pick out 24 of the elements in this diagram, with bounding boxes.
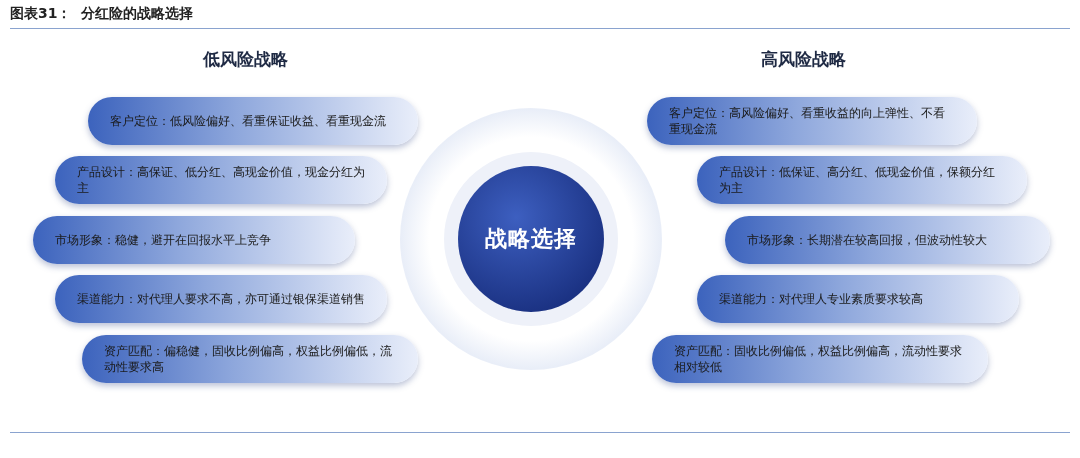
node-text: 客户定位：高风险偏好、看重收益的向上弹性、不看重现金流 xyxy=(669,104,946,138)
column-heading: 高风险战略 xyxy=(759,48,847,71)
node-text: 产品设计：低保证、高分红、低现金价值，保额分红为主 xyxy=(719,163,996,197)
strategy-pill xyxy=(55,275,387,323)
strategy-pill xyxy=(697,275,1019,323)
strategy-pill xyxy=(652,335,988,383)
strategy-pill xyxy=(88,97,418,145)
node-text: 客户定位：低风险偏好、看重保证收益、看重现金流 xyxy=(110,112,386,130)
node-text: 战略选择 xyxy=(485,225,577,253)
strategy-pill xyxy=(33,216,355,264)
node-text: 渠道能力：对代理人专业素质要求较高 xyxy=(719,290,923,308)
column-heading: 低风险战略 xyxy=(201,48,289,71)
node-text: 渠道能力：对代理人要求不高，亦可通过银保渠道销售 xyxy=(77,290,365,308)
node-text: 市场形象：长期潜在较高回报，但波动性较大 xyxy=(747,231,987,249)
node-text: 资产匹配：固收比例偏低，权益比例偏高，流动性要求相对较低 xyxy=(674,342,963,376)
strategy-pill xyxy=(82,335,418,383)
strategy-pill xyxy=(697,156,1027,204)
node-text: 资产匹配：偏稳健，固收比例偏高，权益比例偏低，流动性要求高 xyxy=(104,342,393,376)
node-text: 市场形象：稳健，避开在回报水平上竞争 xyxy=(55,231,271,249)
node-text: 产品设计：高保证、低分红、高现金价值，现金分红为主 xyxy=(77,163,365,197)
strategy-pill xyxy=(647,97,977,145)
strategy-pill xyxy=(55,156,387,204)
figure-title: 图表31： 分红险的战略选择 xyxy=(10,5,194,23)
strategy-pill xyxy=(725,216,1050,264)
